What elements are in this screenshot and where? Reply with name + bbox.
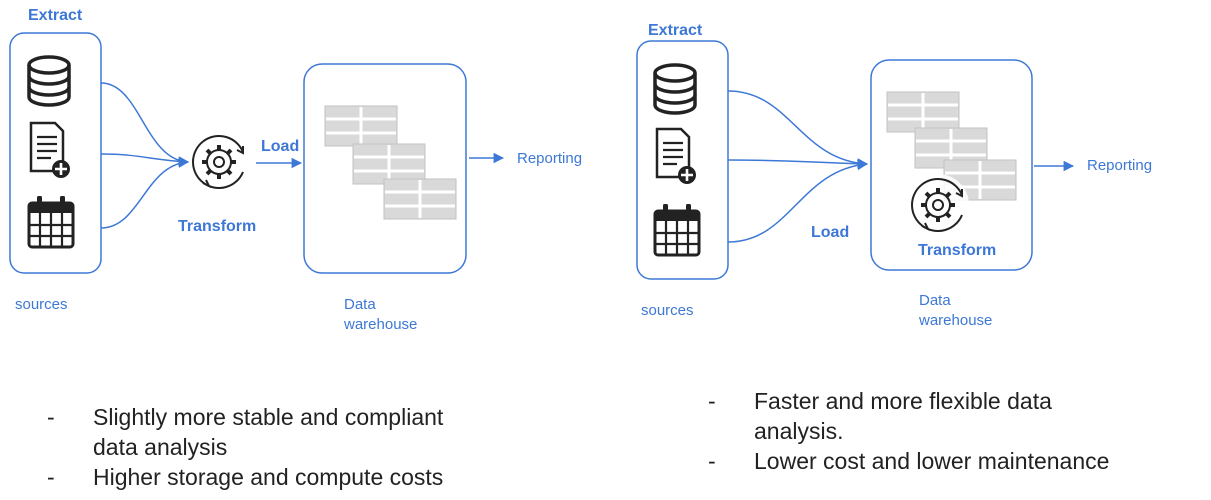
left-load-label: Load	[261, 138, 300, 155]
right-transform-label: Transform	[918, 242, 997, 259]
left-calendar-icon	[27, 194, 75, 249]
bullet-text-line: Lower cost and lower maintenance	[754, 448, 1110, 474]
right-calendar-icon	[653, 202, 701, 257]
bullet-text-line: Slightly more stable and compliant	[93, 404, 444, 430]
bullet-text-line: analysis.	[754, 418, 844, 444]
right-table-icon-1	[885, 90, 961, 134]
left-reporting-label: Reporting	[517, 150, 583, 167]
bullet-dash: -	[47, 404, 55, 430]
bullet-text-line: Higher storage and compute costs	[93, 464, 444, 490]
left-bullet-list: - Slightly more stable and compliant dat…	[47, 402, 443, 492]
right-warehouse-line2: warehouse	[919, 312, 993, 329]
bullet-text-line: data analysis	[93, 434, 228, 460]
right-document-add-icon	[655, 127, 698, 186]
left-warehouse-line1: Data	[344, 296, 376, 313]
bullet-dash: -	[47, 464, 55, 490]
left-transform-gear-icon	[191, 134, 245, 190]
right-database-icon	[653, 63, 697, 115]
left-document-add-icon	[29, 121, 72, 180]
right-bullet-list: - Faster and more flexible data analysis…	[708, 386, 1109, 476]
right-warehouse-line1: Data	[919, 292, 951, 309]
left-table-icon-1	[323, 104, 399, 148]
right-load-label: Load	[811, 224, 850, 241]
left-table-icon-2	[351, 142, 427, 186]
left-database-icon	[27, 55, 71, 107]
left-table-icon-3	[382, 177, 458, 221]
right-sources-label: sources	[641, 302, 694, 319]
right-warehouse-box	[870, 59, 1033, 271]
right-bullet-item: - Faster and more flexible data analysis…	[708, 386, 1109, 446]
right-extract-label: Extract	[648, 22, 703, 39]
right-load-connectors	[727, 90, 869, 243]
left-extract-label: Extract	[28, 7, 83, 24]
left-transform-label: Transform	[178, 218, 257, 235]
right-reporting-label: Reporting	[1087, 157, 1153, 174]
left-warehouse-label: Data warehouse	[344, 295, 417, 335]
left-bullet-item: - Higher storage and compute costs	[47, 462, 443, 492]
left-sources-box	[9, 32, 102, 274]
left-bullet-item: - Slightly more stable and compliant dat…	[47, 402, 443, 462]
left-warehouse-box	[303, 63, 467, 274]
bullet-dash: -	[708, 388, 716, 414]
left-extract-connectors	[100, 82, 190, 229]
left-sources-label: sources	[15, 296, 68, 313]
right-bullet-item: - Lower cost and lower maintenance	[708, 446, 1109, 476]
bullet-text-line: Faster and more flexible data	[754, 388, 1052, 414]
bullet-dash: -	[708, 448, 716, 474]
left-warehouse-line2: warehouse	[344, 316, 418, 333]
right-warehouse-label: Data warehouse	[919, 291, 992, 331]
